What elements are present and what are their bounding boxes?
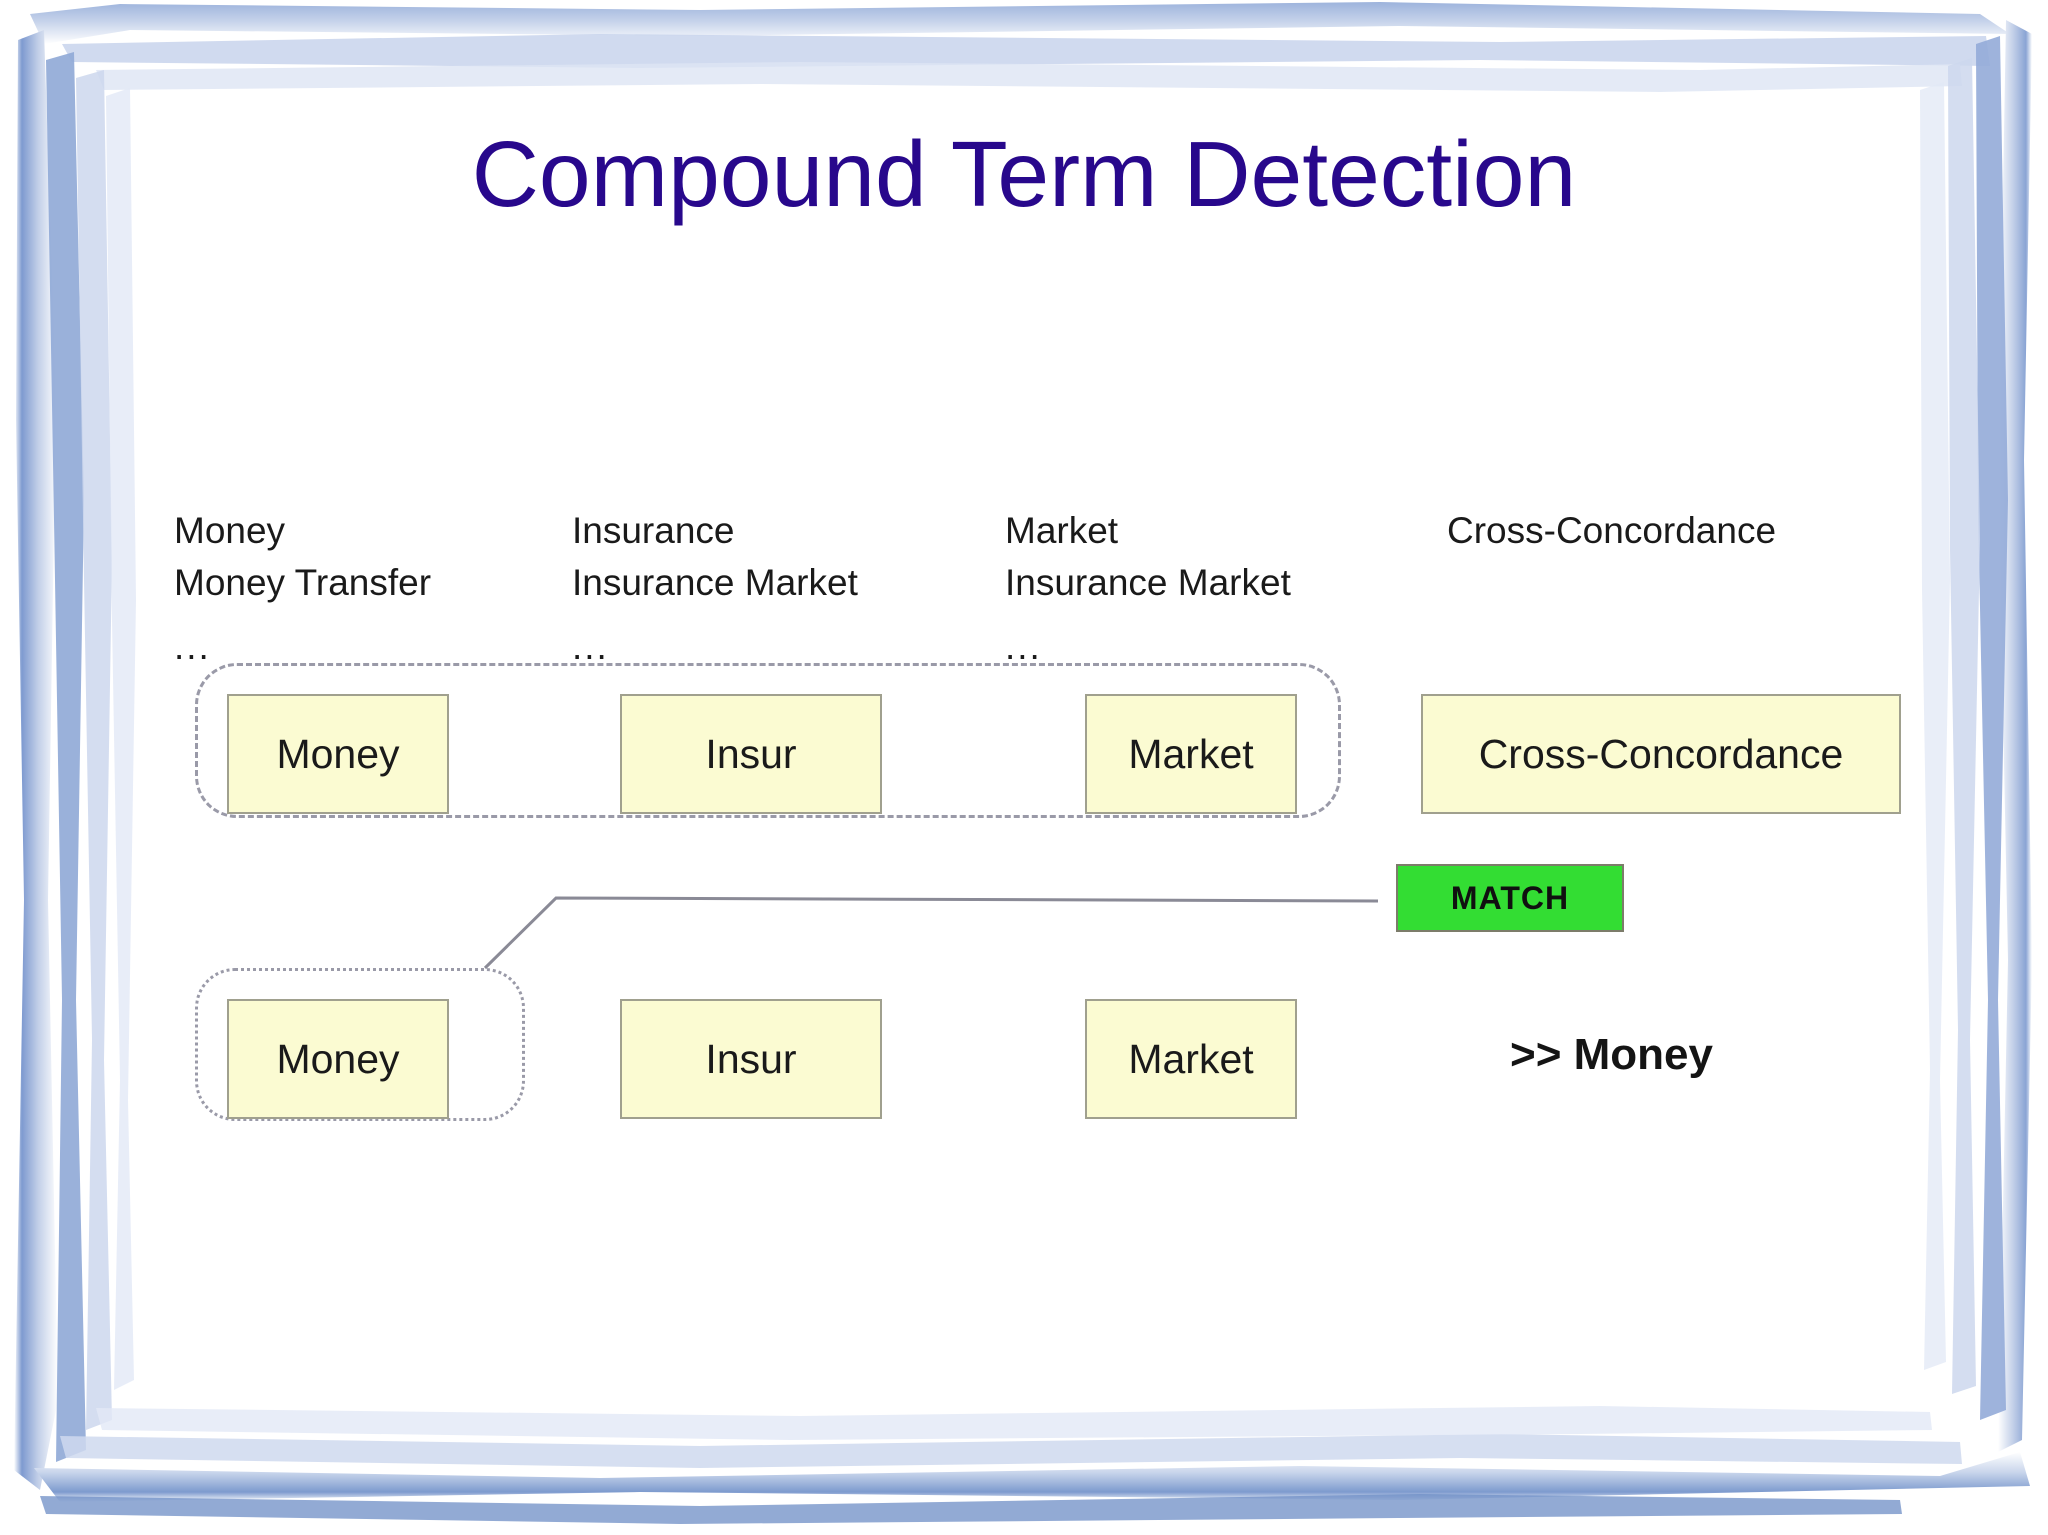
term-box-money-top[interactable]: Money [227, 694, 449, 814]
term-box-insur-bottom[interactable]: Insur [620, 999, 882, 1119]
group-outline-source-terms [195, 663, 1341, 818]
term-box-insur-top[interactable]: Insur [620, 694, 882, 814]
term-box-money-bottom[interactable]: Money [227, 999, 449, 1119]
term-box-market-top[interactable]: Market [1085, 694, 1297, 814]
column-ellipsis-2: ... [1005, 626, 1042, 667]
page-title: Compound Term Detection [471, 122, 1577, 226]
term-box-label: Money [276, 1035, 400, 1082]
group-outline-query-term [195, 968, 525, 1121]
term-box-market-bottom[interactable]: Market [1085, 999, 1297, 1119]
column-text-money: Money Money Transfer ... [174, 505, 431, 673]
column-text-market: Market Insurance Market ... [1005, 505, 1291, 673]
column-text-cross-concordance: Cross-Concordance [1447, 505, 1776, 557]
column-ellipsis-1: ... [572, 626, 609, 667]
term-box-label: Market [1128, 730, 1254, 777]
column-header-0: Money [174, 510, 286, 551]
status-badge-match: MATCH [1396, 864, 1624, 932]
column-header-3: Cross-Concordance [1447, 510, 1777, 551]
result-output-label: >> Money [1510, 1030, 1713, 1079]
column-ellipsis-0: ... [174, 626, 211, 667]
term-box-label: Money [276, 730, 400, 777]
column-text-insurance: Insurance Insurance Market ... [572, 505, 858, 673]
term-box-label: Insur [705, 1035, 797, 1082]
term-box-cross-concordance[interactable]: Cross-Concordance [1421, 694, 1901, 814]
column-line2-2: Insurance Market [1005, 562, 1291, 603]
match-badge-label: MATCH [1450, 879, 1570, 916]
term-box-label: Insur [705, 730, 797, 777]
term-box-label: Cross-Concordance [1478, 730, 1844, 777]
term-box-label: Market [1128, 1035, 1254, 1082]
column-line2-1: Insurance Market [572, 562, 858, 603]
column-line2-0: Money Transfer [174, 562, 432, 603]
column-header-1: Insurance [572, 510, 735, 551]
column-header-2: Market [1005, 510, 1119, 551]
